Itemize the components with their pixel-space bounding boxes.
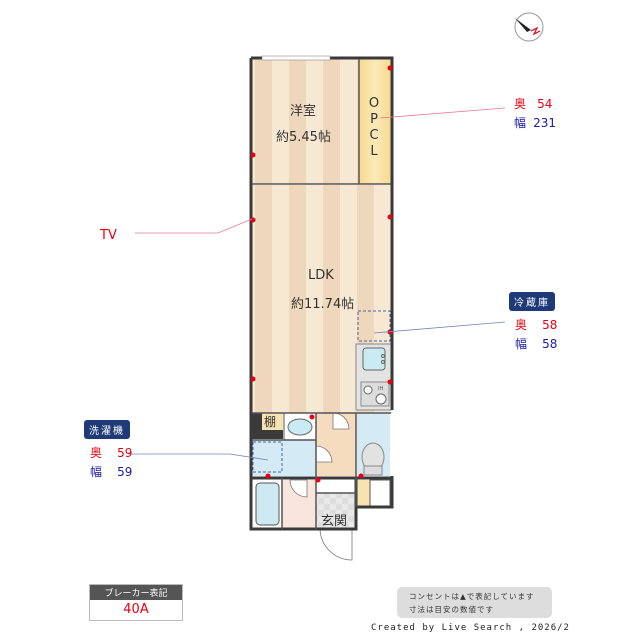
breaker-header: ブレーカー表記 bbox=[90, 585, 182, 600]
svg-text:IH: IH bbox=[378, 386, 383, 392]
depth-label: 奥 bbox=[514, 97, 527, 111]
depth-value: 54 bbox=[537, 97, 553, 111]
depth-label: 奥 bbox=[90, 446, 103, 460]
fridge-tag: 冷蔵庫 bbox=[509, 292, 555, 311]
washer-dimensions: 奥 59 幅 59 bbox=[90, 443, 132, 481]
depth-value: 59 bbox=[117, 446, 133, 460]
width-value: 231 bbox=[533, 116, 557, 130]
tv-label: TV bbox=[100, 228, 117, 243]
room-name-closet: OPCL bbox=[368, 96, 380, 159]
width-value: 59 bbox=[117, 465, 133, 479]
outlet-markers bbox=[250, 65, 393, 483]
washer-tag: 洗濯機 bbox=[84, 420, 130, 439]
breaker-box: ブレーカー表記 40A bbox=[89, 584, 183, 621]
note-line-1: コンセントは▲で表記しています bbox=[409, 592, 535, 601]
depth-label: 奥 bbox=[515, 318, 528, 332]
room-name-western: 洋室 bbox=[290, 104, 317, 119]
room-size-western: 約5.45帖 bbox=[276, 130, 331, 145]
room-size-ldk: 約11.74帖 bbox=[291, 297, 355, 312]
room-name-entrance: 玄関 bbox=[321, 514, 348, 529]
width-label: 幅 bbox=[514, 116, 527, 130]
note-line-2: 寸法は目安の数値です bbox=[409, 605, 494, 614]
compass-icon bbox=[514, 12, 544, 42]
width-value: 58 bbox=[542, 337, 558, 351]
width-label: 幅 bbox=[90, 465, 103, 479]
credit-text: Created by Live Search , 2026/2 bbox=[371, 623, 570, 633]
fridge-dimensions: 奥 58 幅 58 bbox=[515, 315, 557, 353]
width-label: 幅 bbox=[515, 337, 528, 351]
legend-note: コンセントは▲で表記しています 寸法は目安の数値です bbox=[397, 587, 552, 618]
room-name-shelf: 棚 bbox=[264, 415, 277, 429]
depth-value: 58 bbox=[542, 318, 558, 332]
room-name-ldk: LDK bbox=[308, 268, 334, 283]
breaker-value: 40A bbox=[90, 600, 182, 620]
closet-dimensions: 奥 54 幅 231 bbox=[514, 93, 556, 131]
